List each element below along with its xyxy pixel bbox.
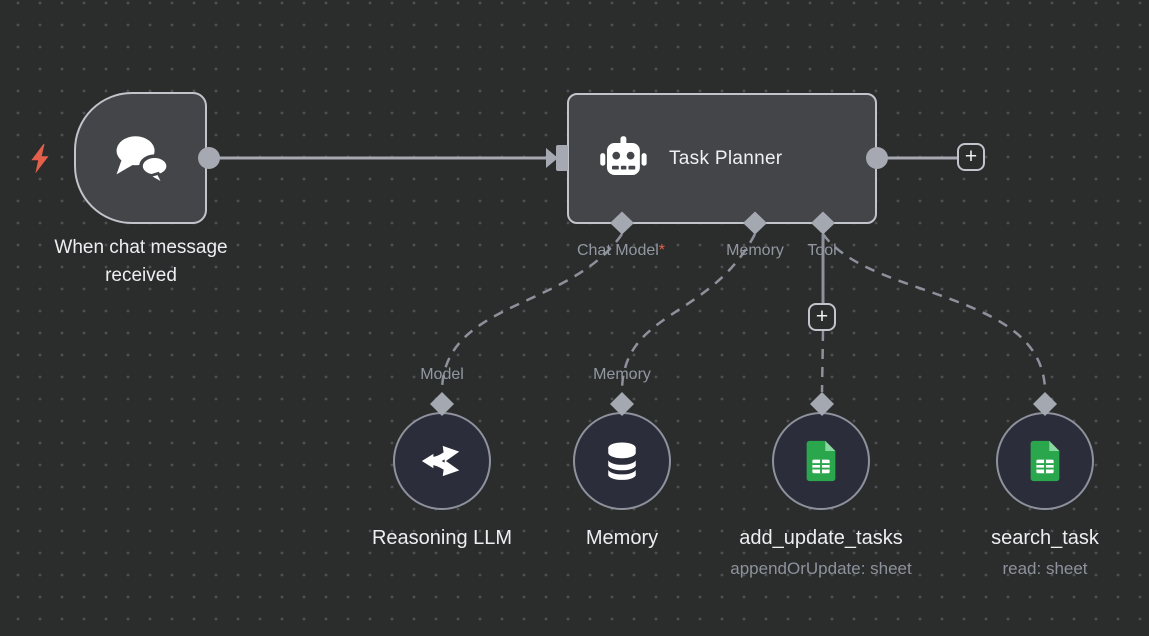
node-subtitle-search-task: read: sheet	[1002, 559, 1088, 578]
node-label-reasoning-llm: Reasoning LLM	[371, 527, 513, 549]
node-label-add-update-tasks: add_update_tasks	[739, 527, 903, 549]
reasoning-llm-node[interactable]	[393, 412, 491, 510]
task-planner-node[interactable]: Task Planner	[567, 93, 877, 224]
chat-bubbles-icon	[116, 136, 170, 187]
search-task-node[interactable]	[996, 412, 1094, 510]
google-sheets-icon	[806, 440, 836, 482]
node-subtitle-add-update-tasks: appendOrUpdate: sheet	[730, 559, 912, 578]
trigger-node-label: When chat message received	[54, 237, 228, 286]
port-label-chat-model: Chat Model*	[577, 242, 665, 260]
database-icon	[608, 442, 636, 480]
port-label-tool: Tool	[807, 242, 837, 259]
memory-node[interactable]	[573, 412, 671, 510]
port-label-memory-sub: Memory	[593, 366, 651, 383]
chat-trigger-node[interactable]	[74, 92, 207, 224]
required-asterisk: *	[658, 242, 666, 259]
tool-connection-dashed[interactable]	[820, 330, 825, 393]
google-sheets-icon	[1030, 440, 1060, 482]
add-update-tasks-node[interactable]	[772, 412, 870, 510]
memory-connection-dashed[interactable]	[620, 233, 757, 393]
add-tool-button[interactable]: +	[808, 303, 836, 331]
add-node-button[interactable]: +	[957, 143, 985, 171]
model-split-arrows-icon	[421, 445, 460, 477]
search-task-connection-dashed[interactable]	[821, 233, 1047, 393]
chat-model-connection-dashed[interactable]	[440, 233, 624, 393]
robot-icon	[600, 135, 647, 175]
port-label-memory: Memory	[726, 242, 784, 259]
node-label-search-task: search_task	[991, 527, 1099, 549]
port-label-chat-model-text: Chat Model	[576, 242, 659, 259]
planner-node-title: Task Planner	[669, 147, 783, 169]
node-label-memory: Memory	[585, 527, 659, 549]
port-label-model: Model	[420, 366, 464, 383]
